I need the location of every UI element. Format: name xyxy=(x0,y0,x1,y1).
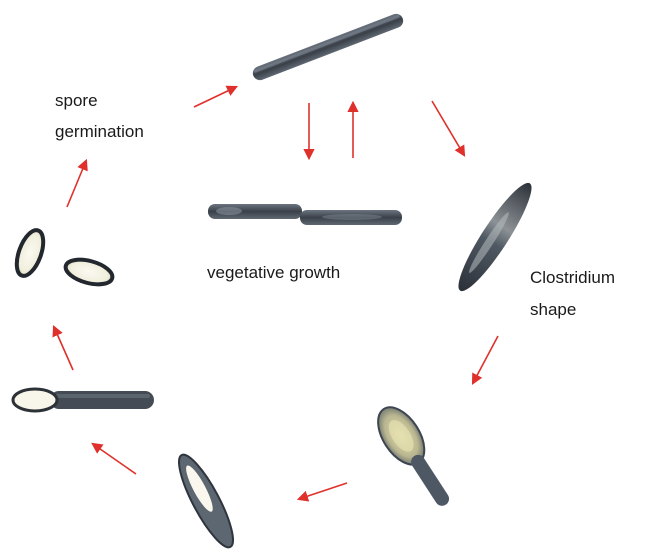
clostridium-shaped-cell xyxy=(449,176,541,298)
arrow-mature-spore-to-release xyxy=(93,444,136,474)
clostridium-shape-label-line-1: Clostridium xyxy=(530,268,615,287)
spore-germination-label-line-1: spore xyxy=(55,91,98,110)
free-spore xyxy=(63,255,115,289)
vegetative-growth-label: vegetative growth xyxy=(207,263,340,282)
free-spore xyxy=(11,227,48,280)
arrow-germination-to-rod xyxy=(194,87,236,107)
clostridium-shape-label: Clostridium shape xyxy=(530,268,620,319)
forespore-cell xyxy=(369,399,461,514)
clostridium-shape-label-line-2: shape xyxy=(530,300,576,319)
spore-germination-label: spore germination xyxy=(55,91,144,141)
spore-germination-label-line-2: germination xyxy=(55,122,144,141)
spore-release-cell xyxy=(13,389,154,411)
dividing-cell xyxy=(208,204,402,225)
arrow-release-to-free-spore xyxy=(54,327,73,370)
cycle-arrows xyxy=(54,87,498,499)
mature-spore-cell xyxy=(170,449,242,553)
arrow-rod-to-clostridium xyxy=(432,101,464,155)
vegetative-rod-cell xyxy=(251,12,405,82)
arrow-clostridium-to-forespore xyxy=(473,336,498,383)
arrow-forespore-to-mature-spore xyxy=(299,483,347,499)
arrow-free-spore-to-germination xyxy=(67,161,86,207)
